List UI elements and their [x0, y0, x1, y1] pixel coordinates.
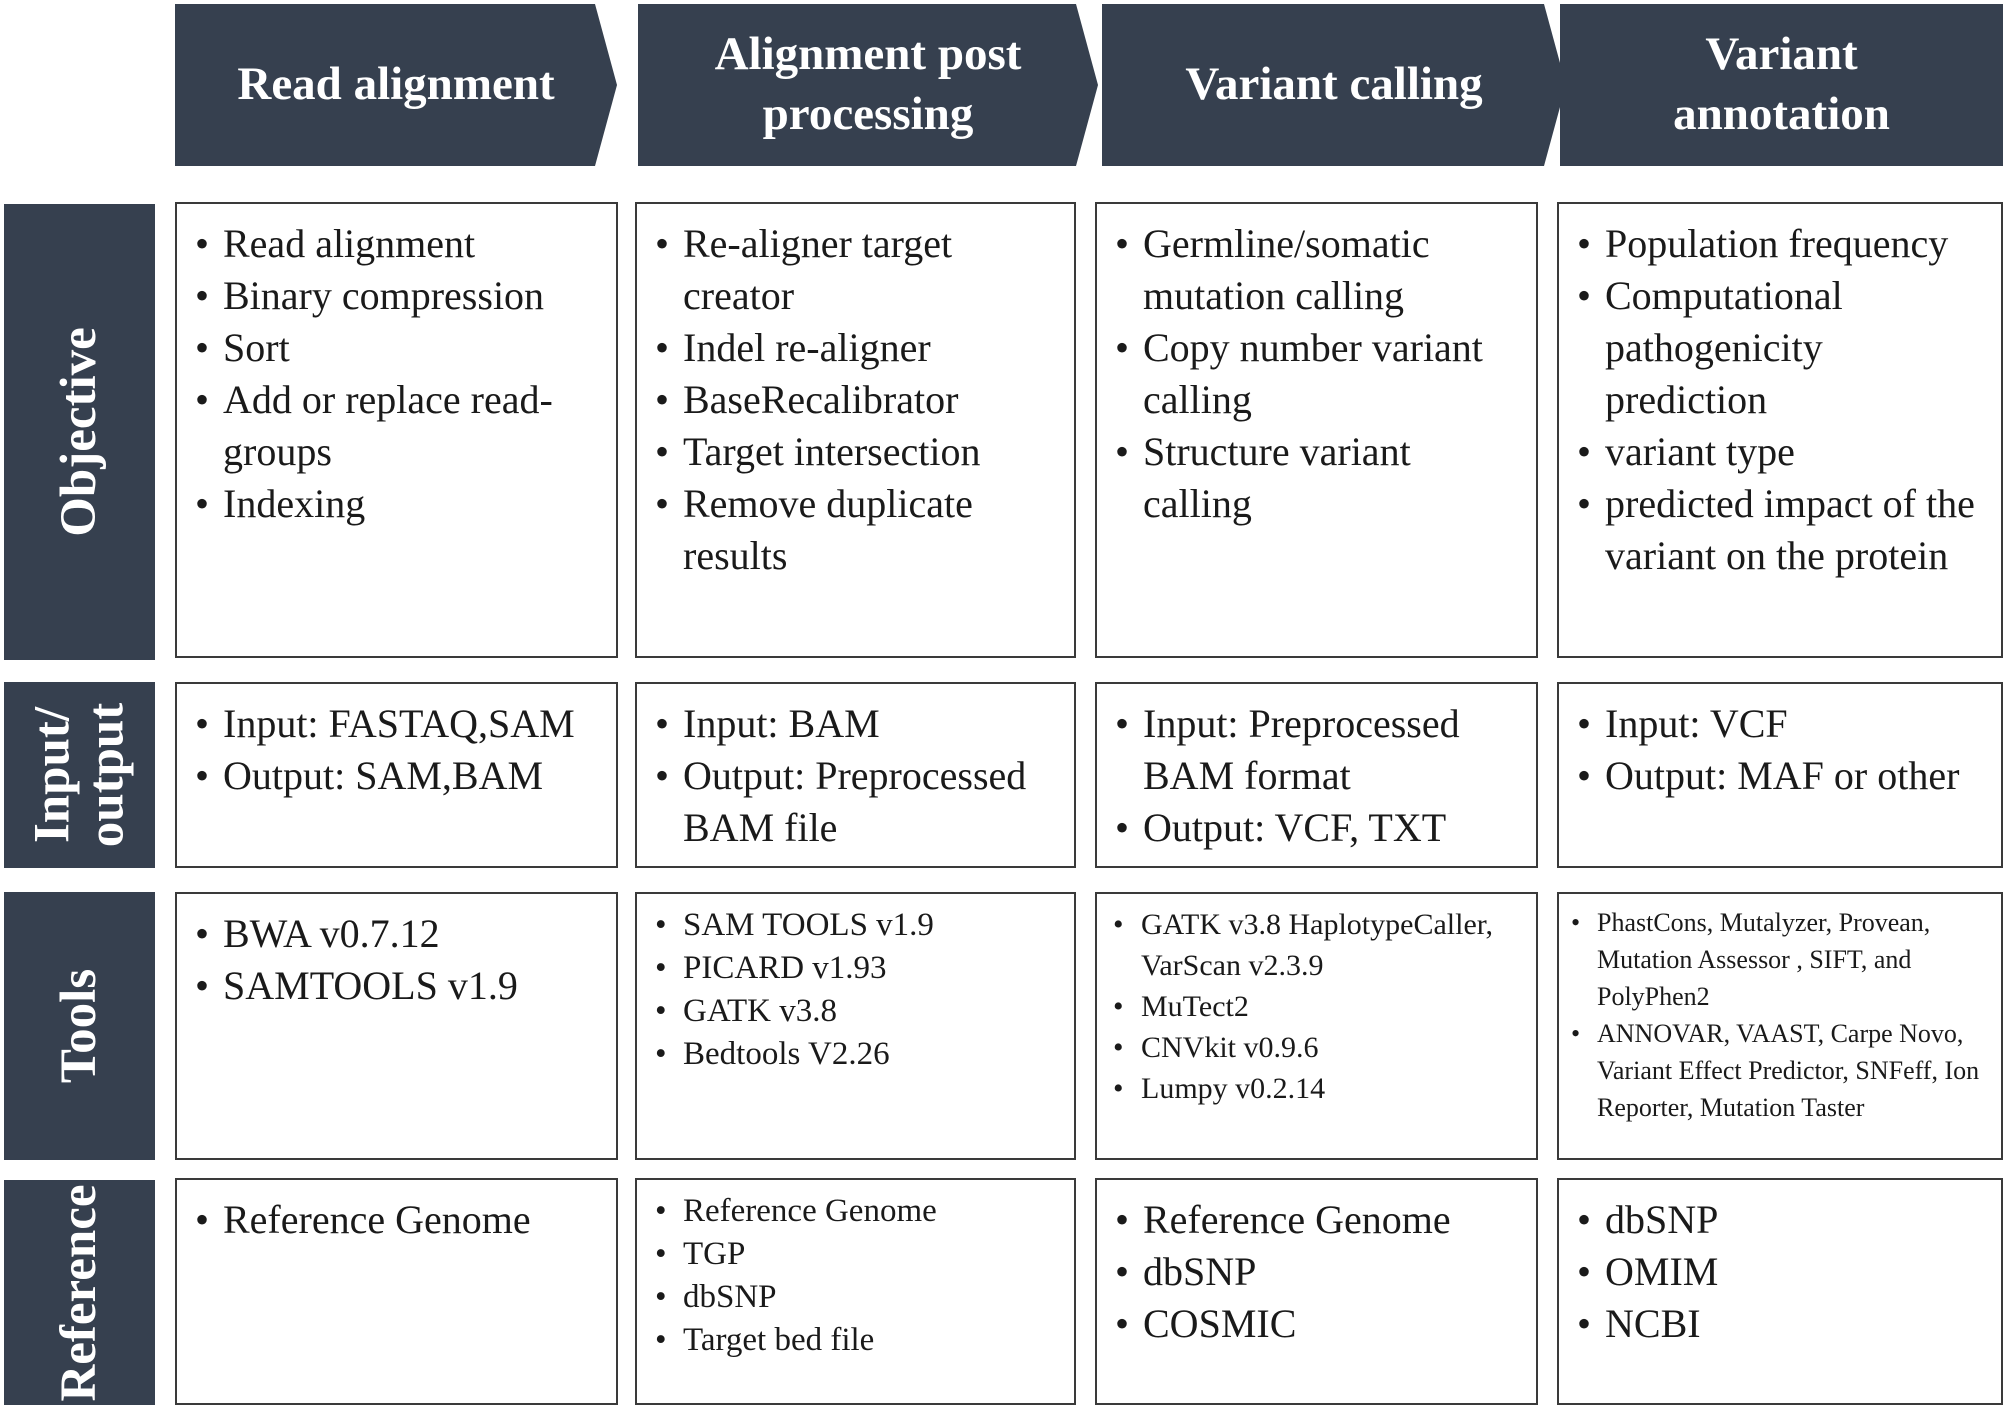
stage-header-read-alignment: Read alignment: [175, 4, 617, 166]
tools-read-alignment-cell: BWA v0.7.12 SAMTOOLS v1.9: [175, 892, 618, 1160]
tools-variant-annotation-cell: PhastCons, Mutalyzer, Provean, Mutation …: [1557, 892, 2003, 1160]
tools-post-processing-cell: SAM TOOLS v1.9 PICARD v1.93 GATK v3.8 Be…: [635, 892, 1076, 1160]
list-item: Computational pathogenicity prediction: [1569, 270, 1987, 426]
row-label-reference: Reference: [4, 1180, 155, 1405]
list-item: Read alignment: [187, 218, 602, 270]
list-item: Binary compression: [187, 270, 602, 322]
bullet-list: BWA v0.7.12 SAMTOOLS v1.9: [187, 908, 602, 1012]
bullet-list: Reference Genome TGP dbSNP Target bed fi…: [647, 1190, 1060, 1362]
bullet-list: Input: Preprocessed BAM format Output: V…: [1107, 698, 1522, 854]
list-item: Lumpy v0.2.14: [1105, 1068, 1526, 1109]
stage-title-line: Alignment post: [714, 28, 1022, 81]
list-item: PICARD v1.93: [647, 947, 1060, 990]
list-item: ANNOVAR, VAAST, Carpe Novo, Variant Effe…: [1565, 1015, 1995, 1126]
list-item: Output: SAM,BAM: [187, 750, 602, 802]
bullet-list: Input: BAM Output: Preprocessed BAM file: [647, 698, 1060, 854]
row-label-text: Tools: [50, 968, 107, 1084]
list-item: Add or replace read-groups: [187, 374, 602, 478]
bullet-list: GATK v3.8 HaplotypeCaller, VarScan v2.3.…: [1105, 904, 1526, 1109]
row-label-text: Objective: [50, 327, 107, 537]
list-item: GATK v3.8 HaplotypeCaller, VarScan v2.3.…: [1105, 904, 1526, 986]
io-post-processing-cell: Input: BAM Output: Preprocessed BAM file: [635, 682, 1076, 868]
list-item: BaseRecalibrator: [647, 374, 1060, 426]
bullet-list: SAM TOOLS v1.9 PICARD v1.93 GATK v3.8 Be…: [647, 904, 1060, 1076]
list-item: Reference Genome: [647, 1190, 1060, 1233]
row-label-input-output: Input/ output: [4, 682, 155, 868]
list-item: Input: BAM: [647, 698, 1060, 750]
list-item: Indel re-aligner: [647, 322, 1060, 374]
list-item: SAM TOOLS v1.9: [647, 904, 1060, 947]
row-label-tools: Tools: [4, 892, 155, 1160]
list-item: Indexing: [187, 478, 602, 530]
objective-read-alignment-cell: Read alignment Binary compression Sort A…: [175, 202, 618, 658]
reference-variant-calling-cell: Reference Genome dbSNP COSMIC: [1095, 1178, 1538, 1405]
io-read-alignment-cell: Input: FASTAQ,SAM Output: SAM,BAM: [175, 682, 618, 868]
reference-variant-annotation-cell: dbSNP OMIM NCBI: [1557, 1178, 2003, 1405]
list-item: Target bed file: [647, 1319, 1060, 1362]
list-item: Copy number variant calling: [1107, 322, 1522, 426]
list-item: Remove duplicate results: [647, 478, 1060, 582]
stage-title-line: processing: [762, 88, 974, 140]
io-variant-annotation-cell: Input: VCF Output: MAF or other: [1557, 682, 2003, 868]
list-item: Output: MAF or other: [1569, 750, 1987, 802]
list-item: TGP: [647, 1233, 1060, 1276]
objective-post-processing-cell: Re-aligner target creator Indel re-align…: [635, 202, 1076, 658]
list-item: predicted impact of the variant on the p…: [1569, 478, 1987, 582]
list-item: Population frequency: [1569, 218, 1987, 270]
bullet-list: Reference Genome: [187, 1194, 602, 1246]
list-item: Output: Preprocessed BAM file: [647, 750, 1060, 854]
bullet-list: Reference Genome dbSNP COSMIC: [1107, 1194, 1522, 1350]
stage-title-line: annotation: [1673, 88, 1890, 140]
list-item: dbSNP: [1569, 1194, 1987, 1246]
bullet-list: Population frequency Computational patho…: [1569, 218, 1987, 582]
list-item: COSMIC: [1107, 1298, 1522, 1350]
list-item: PhastCons, Mutalyzer, Provean, Mutation …: [1565, 904, 1995, 1015]
list-item: MuTect2: [1105, 986, 1526, 1027]
list-item: Bedtools V2.26: [647, 1033, 1060, 1076]
list-item: Output: VCF, TXT: [1107, 802, 1522, 854]
objective-variant-calling-cell: Germline/somatic mutation calling Copy n…: [1095, 202, 1538, 658]
stage-title-line: Variant calling: [1185, 58, 1483, 111]
list-item: Reference Genome: [187, 1194, 602, 1246]
objective-variant-annotation-cell: Population frequency Computational patho…: [1557, 202, 2003, 658]
row-label-objective: Objective: [4, 204, 155, 660]
stage-title-line: Read alignment: [237, 58, 555, 111]
list-item: Structure variant calling: [1107, 426, 1522, 530]
bullet-list: Input: FASTAQ,SAM Output: SAM,BAM: [187, 698, 602, 802]
tools-variant-calling-cell: GATK v3.8 HaplotypeCaller, VarScan v2.3.…: [1095, 892, 1538, 1160]
stage-title-line: Variant: [1705, 28, 1858, 81]
stage-header-variant-calling: Variant calling: [1102, 4, 1566, 166]
list-item: Germline/somatic mutation calling: [1107, 218, 1522, 322]
bullet-list: Germline/somatic mutation calling Copy n…: [1107, 218, 1522, 530]
row-label-text: Input/: [23, 706, 80, 844]
list-item: NCBI: [1569, 1298, 1987, 1350]
stage-header-variant-annotation: Variant annotation: [1560, 4, 2003, 166]
list-item: CNVkit v0.9.6: [1105, 1027, 1526, 1068]
list-item: Input: FASTAQ,SAM: [187, 698, 602, 750]
list-item: Sort: [187, 322, 602, 374]
bullet-list: Re-aligner target creator Indel re-align…: [647, 218, 1060, 582]
list-item: Input: Preprocessed BAM format: [1107, 698, 1522, 802]
list-item: SAMTOOLS v1.9: [187, 960, 602, 1012]
list-item: Reference Genome: [1107, 1194, 1522, 1246]
bullet-list: Read alignment Binary compression Sort A…: [187, 218, 602, 530]
list-item: variant type: [1569, 426, 1987, 478]
bullet-list: Input: VCF Output: MAF or other: [1569, 698, 1987, 802]
list-item: dbSNP: [1107, 1246, 1522, 1298]
stage-header-alignment-post-processing: Alignment post processing: [638, 4, 1098, 166]
list-item: GATK v3.8: [647, 990, 1060, 1033]
list-item: Input: VCF: [1569, 698, 1987, 750]
list-item: dbSNP: [647, 1276, 1060, 1319]
io-variant-calling-cell: Input: Preprocessed BAM format Output: V…: [1095, 682, 1538, 868]
list-item: OMIM: [1569, 1246, 1987, 1298]
list-item: Re-aligner target creator: [647, 218, 1060, 322]
list-item: Target intersection: [647, 426, 1060, 478]
row-label-text: Reference: [50, 1183, 107, 1402]
reference-post-processing-cell: Reference Genome TGP dbSNP Target bed fi…: [635, 1178, 1076, 1405]
row-label-text: output: [77, 702, 134, 848]
bullet-list: dbSNP OMIM NCBI: [1569, 1194, 1987, 1350]
reference-read-alignment-cell: Reference Genome: [175, 1178, 618, 1405]
list-item: BWA v0.7.12: [187, 908, 602, 960]
bullet-list: PhastCons, Mutalyzer, Provean, Mutation …: [1565, 904, 1995, 1126]
